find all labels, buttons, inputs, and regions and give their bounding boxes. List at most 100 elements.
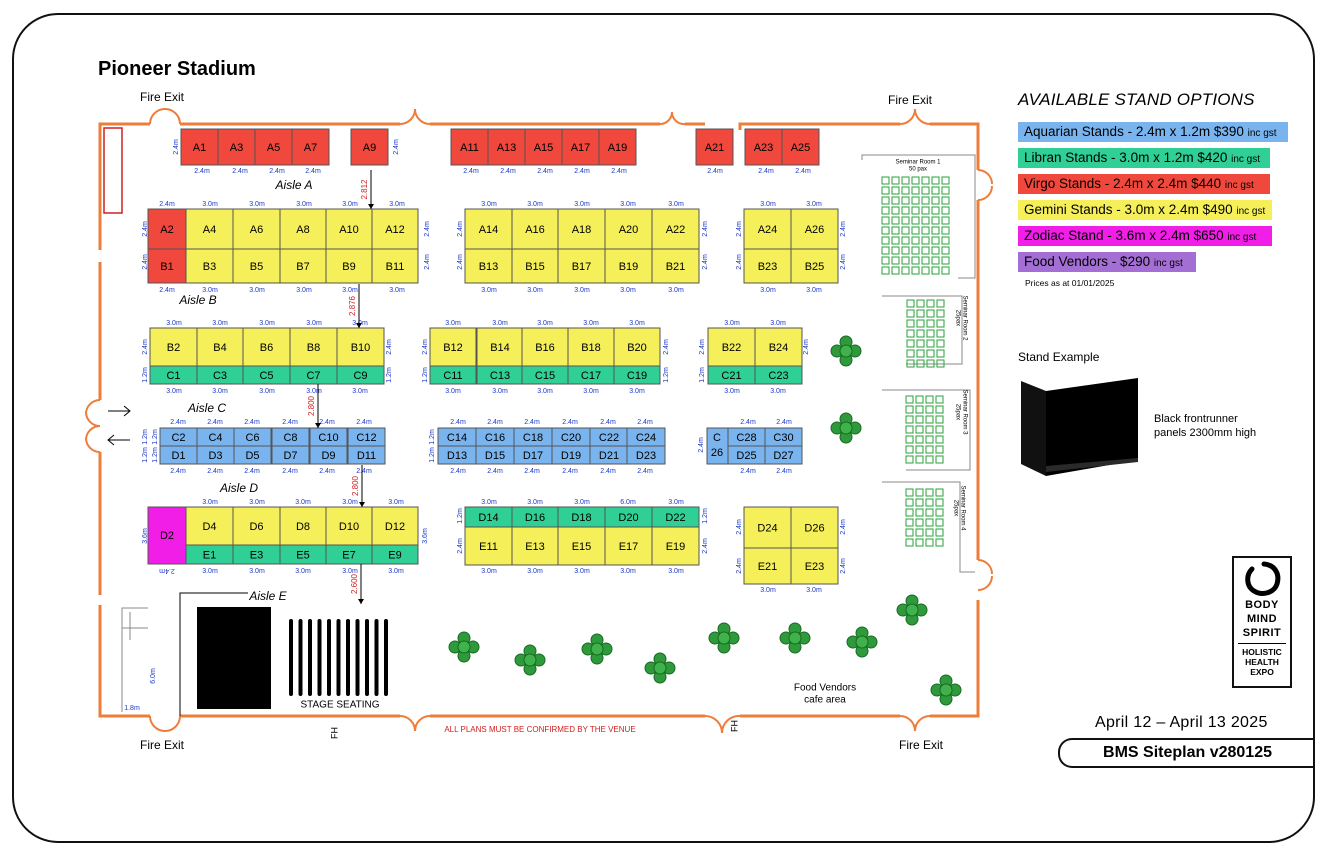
stand-a26[interactable]	[790, 208, 839, 250]
stand-b1[interactable]	[147, 248, 187, 284]
stand-a20[interactable]	[604, 208, 653, 250]
stand-d5[interactable]	[233, 445, 272, 465]
entry-arrows	[107, 405, 131, 446]
chair	[926, 299, 935, 308]
stand-b23[interactable]	[743, 248, 792, 284]
stand-e23[interactable]	[790, 547, 839, 585]
dimension-label: 3.0m	[527, 201, 543, 208]
stand-a8[interactable]	[279, 208, 327, 250]
seminar-room-label: 50 pax	[909, 167, 927, 173]
stand-c11[interactable]	[429, 365, 477, 385]
dimension-label: 2.4m	[740, 419, 756, 426]
stand-a6[interactable]	[232, 208, 281, 250]
stand-b16[interactable]	[521, 327, 569, 367]
seat-row	[384, 619, 388, 696]
legend-title: AVAILABLE STAND OPTIONS	[1018, 90, 1255, 109]
legend-item: Food Vendors - $290 inc gst	[1018, 252, 1196, 272]
stand-d23[interactable]	[626, 445, 666, 465]
chair	[905, 538, 914, 547]
stand-a15[interactable]	[524, 128, 563, 166]
dimension-label: 1.2m	[142, 367, 149, 383]
chair	[941, 226, 950, 235]
chair	[881, 226, 890, 235]
stand-c23[interactable]	[754, 365, 803, 385]
stand-a1[interactable]	[180, 128, 219, 166]
stand-d8[interactable]	[279, 506, 327, 546]
dimension-label: 3.0m	[629, 388, 645, 395]
stand-a21[interactable]	[695, 128, 734, 166]
stand-b5[interactable]	[232, 248, 281, 284]
stand-b25[interactable]	[790, 248, 839, 284]
stand-b21[interactable]	[651, 248, 700, 284]
prices-note: Prices as at 01/01/2025	[1025, 278, 1115, 288]
stand-e17[interactable]	[604, 526, 653, 566]
stand-d6[interactable]	[232, 506, 281, 546]
stand-label: B16	[535, 342, 555, 354]
stand-a7[interactable]	[291, 128, 330, 166]
stand-b4[interactable]	[196, 327, 244, 367]
stand-b17[interactable]	[557, 248, 606, 284]
dimension-label: 2.4m	[159, 287, 175, 294]
stand-b11[interactable]	[371, 248, 419, 284]
stand-b12[interactable]	[429, 327, 477, 367]
stand-a19[interactable]	[598, 128, 637, 166]
stand-label: A20	[619, 224, 639, 236]
dimension-label: 3.0m	[202, 568, 218, 575]
stand-d9[interactable]	[309, 445, 348, 465]
stand-a12[interactable]	[371, 208, 419, 250]
stand-b9[interactable]	[325, 248, 373, 284]
chair	[901, 266, 910, 275]
stand-a22[interactable]	[651, 208, 700, 250]
stand-a17[interactable]	[561, 128, 600, 166]
dimension-label: 2.4m	[386, 339, 393, 355]
stand-d4[interactable]	[185, 506, 234, 546]
chair	[891, 196, 900, 205]
stand-b13[interactable]	[464, 248, 513, 284]
stand-b3[interactable]	[185, 248, 234, 284]
stand-d7[interactable]	[271, 445, 310, 465]
stand-b18[interactable]	[567, 327, 615, 367]
dimension-label: 3.0m	[212, 320, 228, 327]
stand-b22[interactable]	[707, 327, 756, 367]
stand-label: E15	[572, 541, 592, 553]
stand-a24[interactable]	[743, 208, 792, 250]
chair	[915, 538, 924, 547]
dimension-label: 2.4m	[282, 419, 298, 426]
stand-label: D19	[561, 450, 581, 462]
stand-b20[interactable]	[613, 327, 661, 367]
stand-label: D26	[804, 522, 824, 534]
chair	[916, 359, 925, 368]
dimension-label: 3.0m	[806, 287, 822, 294]
stand-label: B25	[805, 261, 825, 273]
chair	[911, 256, 920, 265]
stand-c19[interactable]	[613, 365, 661, 385]
stand-a9[interactable]	[350, 128, 389, 166]
stand-d27[interactable]	[764, 445, 803, 465]
chair	[891, 216, 900, 225]
stand-label: A8	[296, 224, 309, 236]
stand-label: B14	[490, 342, 510, 354]
stand-d2[interactable]	[147, 506, 187, 565]
stand-label: B5	[250, 261, 263, 273]
chair	[921, 206, 930, 215]
stand-a5[interactable]	[254, 128, 293, 166]
stand-d11[interactable]	[347, 445, 386, 465]
stand-b6[interactable]	[242, 327, 291, 367]
stand-b15[interactable]	[511, 248, 559, 284]
stand-e9[interactable]	[371, 544, 419, 565]
stand-a25[interactable]	[781, 128, 820, 166]
stand-e15[interactable]	[557, 526, 606, 566]
stand-label: C2	[171, 432, 185, 444]
stand-c9[interactable]	[336, 365, 385, 385]
stand-e19[interactable]	[651, 526, 700, 566]
stand-a13[interactable]	[487, 128, 526, 166]
dimension-label: 2.4m	[637, 468, 653, 475]
stand-a2[interactable]	[147, 208, 187, 250]
stand-a16[interactable]	[511, 208, 559, 250]
dimension-label: 3.0m	[527, 499, 543, 506]
stand-a11[interactable]	[450, 128, 489, 166]
stand-label: C22	[599, 432, 619, 444]
dimension-label: 3.0m	[352, 388, 368, 395]
stand-d26[interactable]	[790, 506, 839, 549]
stand-a18[interactable]	[557, 208, 606, 250]
